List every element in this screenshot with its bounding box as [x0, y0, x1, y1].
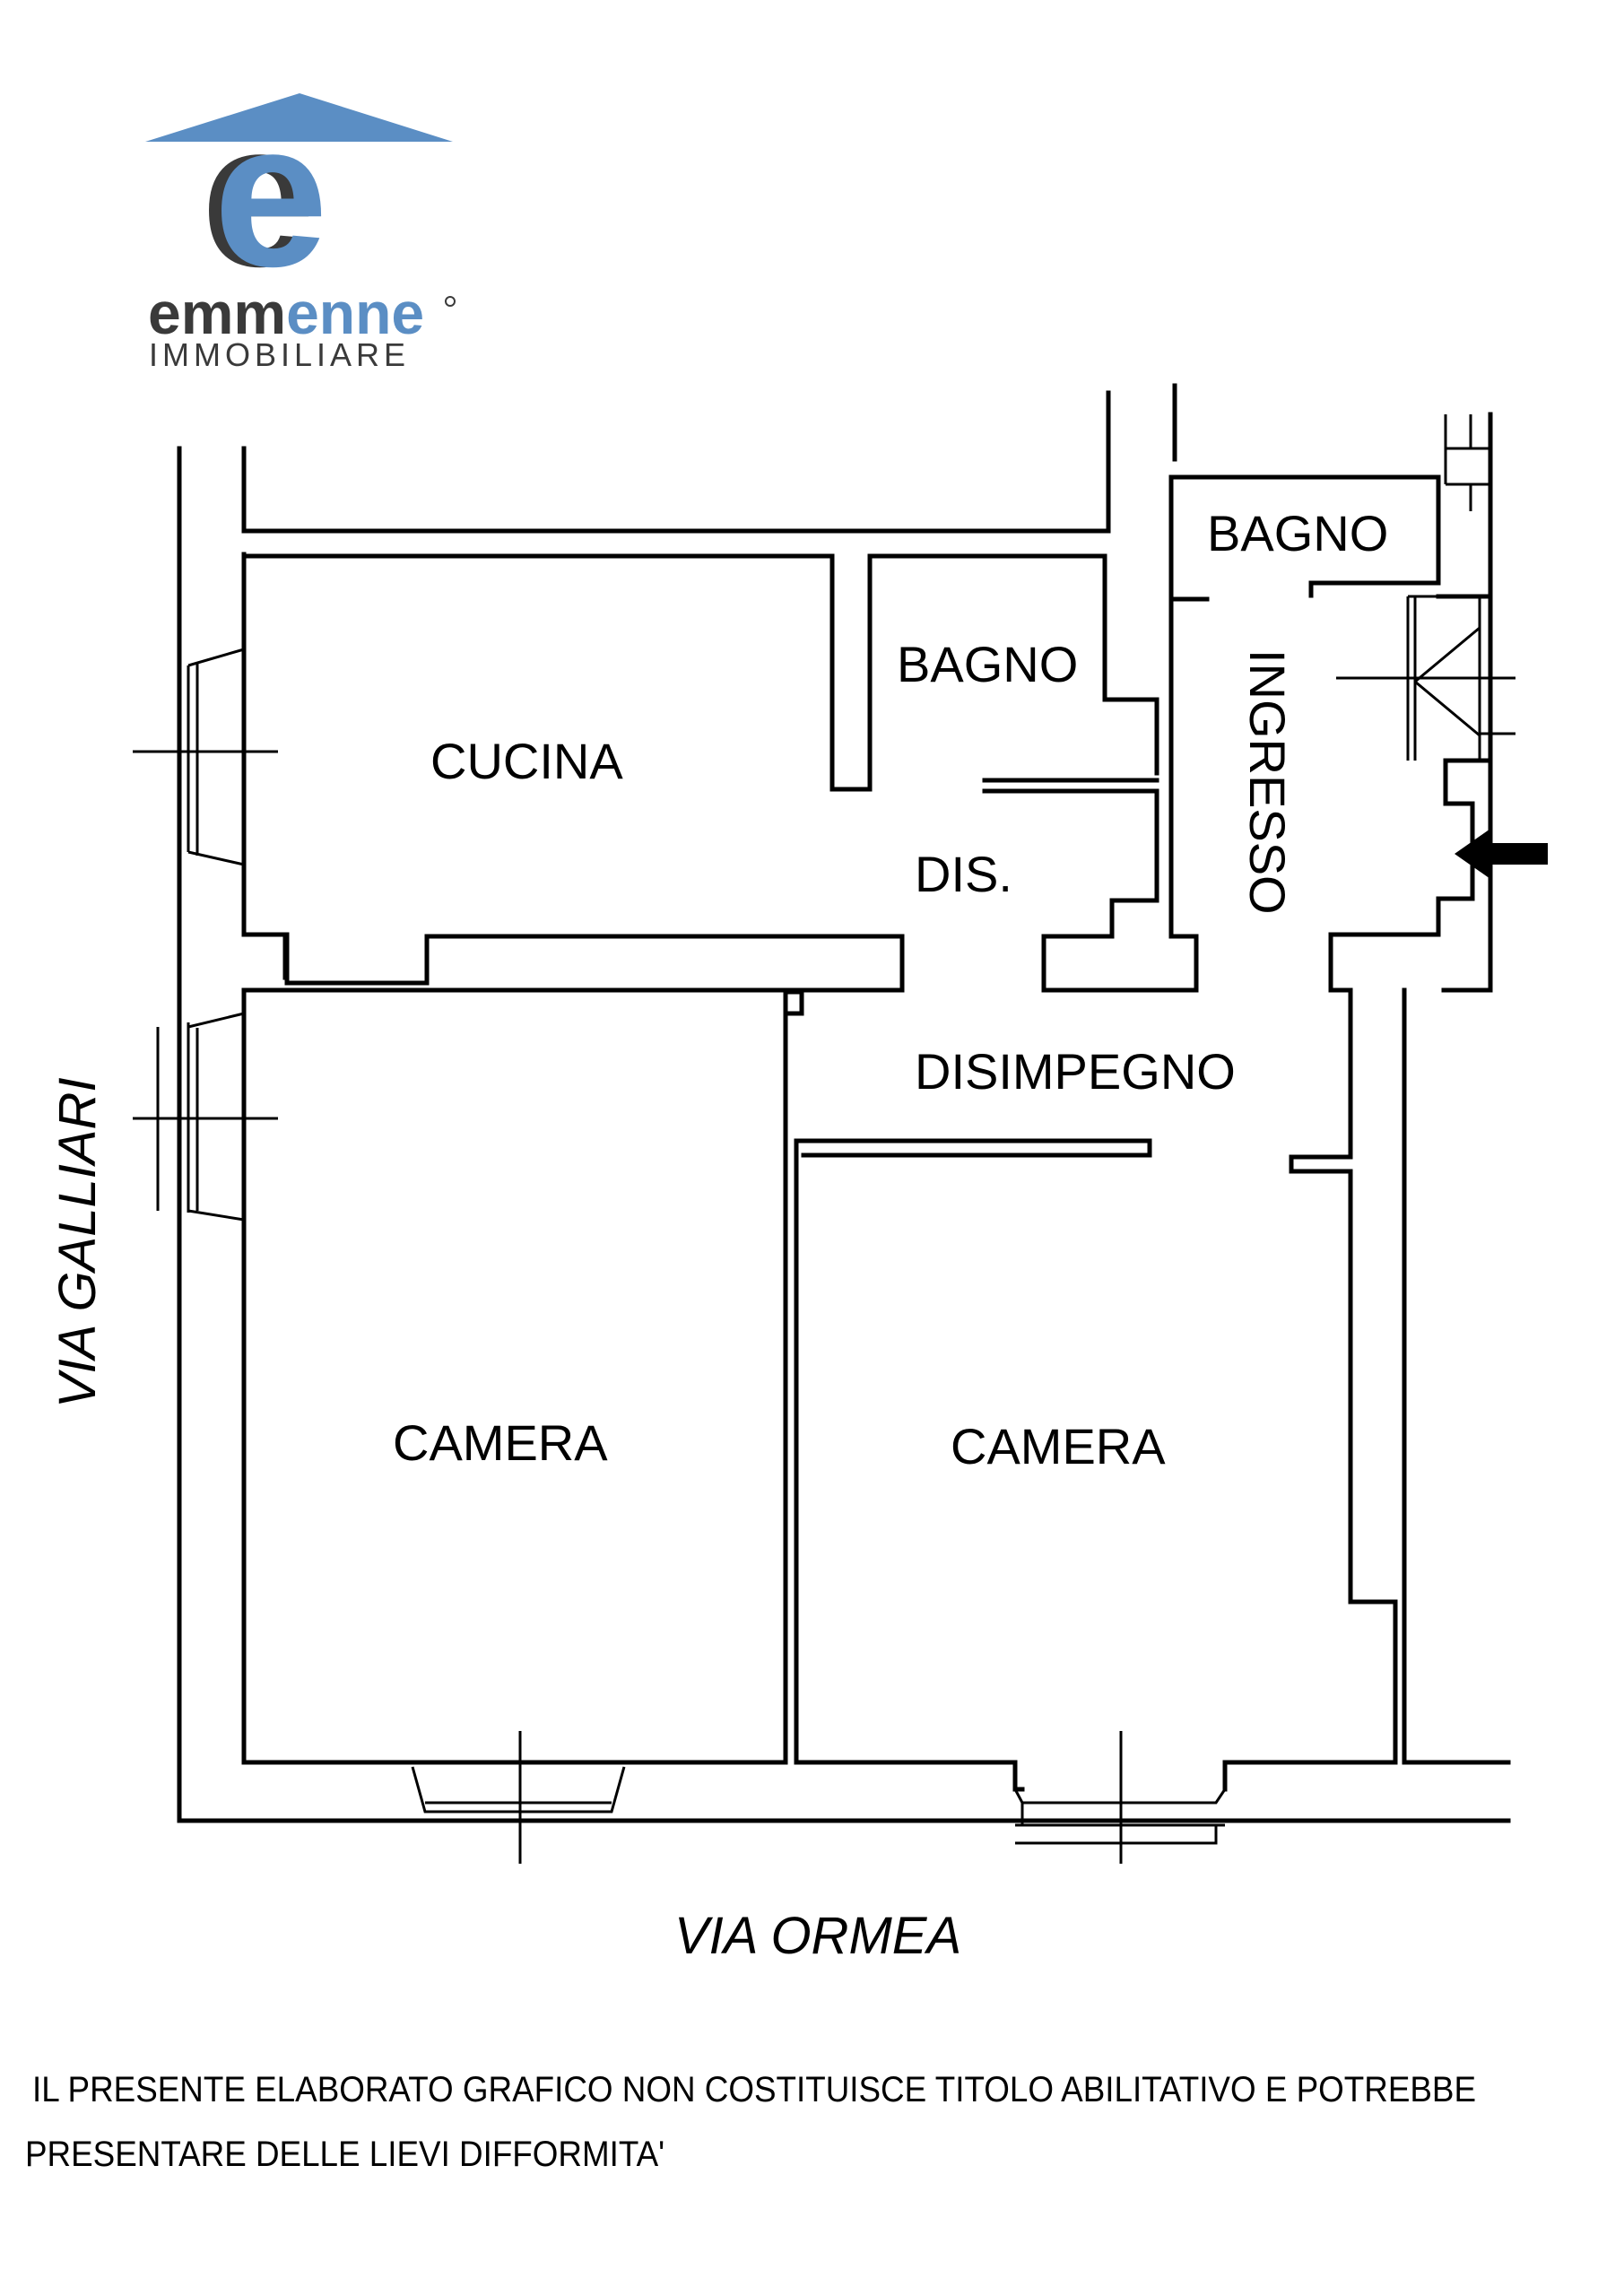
logo-brand: emmenne [148, 280, 424, 346]
disclaimer-line-2: PRESENTARE DELLE LIEVI DIFFORMITA' [25, 2135, 665, 2174]
room-label-disimpegno: DISIMPEGNO [915, 1043, 1236, 1100]
walls [133, 383, 1515, 1864]
street-label-left: VIA GALLIARI [48, 1077, 107, 1408]
room-label-bagno-centrale: BAGNO [897, 636, 1078, 692]
logo-letter: e [213, 79, 328, 309]
disclaimer-line-1: IL PRESENTE ELABORATO GRAFICO NON COSTIT… [32, 2070, 1476, 2109]
registered-mark-icon [445, 296, 456, 307]
room-label-dis: DIS. [915, 846, 1012, 902]
room-label-camera-destra: CAMERA [951, 1418, 1166, 1474]
logo-tagline: IMMOBILIARE [149, 336, 410, 373]
room-label-ingresso: INGRESSO [1239, 649, 1296, 915]
logo-brand-second: enne [286, 280, 424, 346]
roof-icon [145, 93, 453, 142]
room-label-cucina: CUCINA [430, 733, 623, 789]
logo-brand-first: emm [148, 280, 286, 346]
logo-letter-shadow: e [201, 79, 316, 309]
arrow-left-icon [1455, 829, 1548, 879]
company-logo: e e emmenne IMMOBILIARE [145, 79, 456, 373]
street-label-bottom: VIA ORMEA [674, 1907, 961, 1965]
room-label-camera-sinistra: CAMERA [393, 1414, 608, 1471]
room-label-bagno-ingresso: BAGNO [1207, 505, 1388, 561]
